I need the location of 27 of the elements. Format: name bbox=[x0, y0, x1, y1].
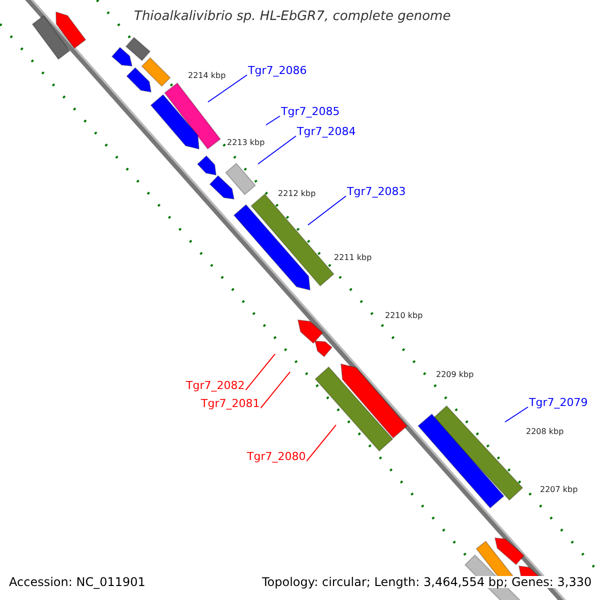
scale-label: 2213 kbp bbox=[227, 139, 265, 147]
scale-label: 2210 kbp bbox=[385, 312, 423, 320]
leader-line bbox=[308, 196, 346, 226]
accession-text: Accession: NC_011901 bbox=[9, 576, 146, 588]
scale-label: 2208 kbp bbox=[526, 428, 564, 436]
gene-label: Tgr7_2083 bbox=[347, 186, 406, 197]
leader-line bbox=[258, 136, 296, 164]
scale-label: 2214 kbp bbox=[188, 72, 226, 80]
gene-label: Tgr7_2084 bbox=[297, 126, 356, 137]
leader-line bbox=[208, 74, 248, 102]
gene-label: Tgr7_2079 bbox=[529, 397, 588, 408]
scale-label: 2211 kbp bbox=[334, 254, 372, 262]
leader-line bbox=[504, 406, 528, 422]
leader-line bbox=[266, 116, 280, 126]
genome-info-text: Topology: circular; Length: 3,464,554 bp; Genes: 3,330 bbox=[262, 576, 592, 588]
gene-label: Tgr7_2081 bbox=[201, 398, 260, 409]
leader-line bbox=[245, 354, 276, 390]
scale-label: 2212 kbp bbox=[278, 190, 316, 198]
gene-label: Tgr7_2086 bbox=[248, 65, 307, 76]
leader-line bbox=[260, 372, 290, 408]
gene-label: Tgr7_2080 bbox=[247, 451, 306, 462]
leader-line bbox=[306, 424, 336, 462]
scale-label: 2207 kbp bbox=[540, 486, 578, 494]
gene-label: Tgr7_2082 bbox=[186, 380, 245, 391]
title: Thioalkalivibrio sp. HL-EbGR7, complete genome bbox=[134, 10, 451, 23]
scale-label: 2209 kbp bbox=[436, 371, 474, 379]
gene-label: Tgr7_2085 bbox=[281, 106, 340, 117]
